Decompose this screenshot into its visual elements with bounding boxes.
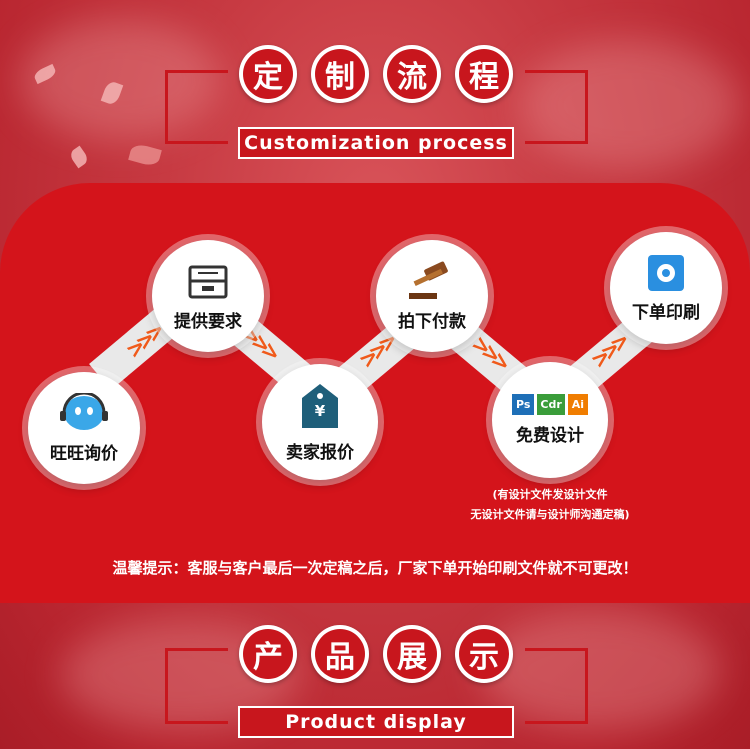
price-symbol: ¥ [314, 402, 326, 420]
design-note: (有设计文件发设计文件 无设计文件请与设计师沟通定稿) [430, 485, 670, 525]
step-label: 免费设计 [516, 426, 584, 446]
title-char-disc: 产 [239, 625, 297, 683]
petal-decoration [68, 145, 90, 169]
design-note-line: 无设计文件请与设计师沟通定稿) [470, 508, 630, 521]
step-label: 旺旺询价 [50, 443, 118, 464]
background-cloud [520, 40, 740, 170]
cdr-badge: Cdr [537, 394, 565, 415]
step-free-design: Ps Cdr Ai 免费设计 [492, 362, 608, 478]
title-char: 制 [315, 49, 365, 99]
title-char-disc: 定 [239, 45, 297, 103]
title-char: 程 [459, 49, 509, 99]
price-tag-icon [302, 383, 338, 428]
footer-bracket-right [525, 648, 588, 724]
step-label: 卖家报价 [286, 442, 354, 463]
title-char-disc: 品 [311, 625, 369, 683]
step-payment: 拍下付款 [376, 240, 488, 352]
step-label: 拍下付款 [398, 311, 466, 332]
header-bracket-left [165, 70, 228, 144]
title-char-disc: 制 [311, 45, 369, 103]
footer-title: 产 品 展 示 [239, 625, 513, 683]
gear-icon [648, 254, 684, 291]
step-requirements: 提供要求 [152, 240, 264, 352]
title-char-disc: 示 [455, 625, 513, 683]
step-inquiry: 旺旺询价 [28, 372, 140, 484]
footer-subtitle: Product display [238, 706, 514, 738]
warm-tip: 温馨提示：客服与客户最后一次定稿之后，厂家下单开始印刷文件就不可更改！ [112, 559, 638, 577]
title-char: 定 [243, 49, 293, 99]
title-char: 示 [459, 629, 509, 679]
step-print: 下单印刷 [610, 232, 722, 344]
software-badges: Ps Cdr Ai [511, 394, 589, 415]
title-char: 品 [315, 629, 365, 679]
file-cabinet-icon [188, 265, 228, 298]
title-char: 流 [387, 49, 437, 99]
petal-decoration [128, 142, 162, 168]
header-bracket-right [525, 70, 588, 144]
header-title: 定 制 流 程 [239, 45, 513, 103]
title-char-disc: 程 [455, 45, 513, 103]
step-label: 下单印刷 [632, 302, 700, 323]
footer-bracket-left [165, 648, 228, 724]
title-char-disc: 流 [383, 45, 441, 103]
background-cloud [20, 20, 220, 140]
step-quotation: ¥ 卖家报价 [262, 364, 378, 480]
ai-badge: Ai [567, 394, 589, 415]
ps-badge: Ps [511, 394, 535, 415]
title-char: 产 [243, 629, 293, 679]
background-cloud [480, 610, 720, 730]
header-subtitle: Customization process [238, 127, 514, 159]
design-note-line: (有设计文件发设计文件 [492, 488, 608, 501]
title-char-disc: 展 [383, 625, 441, 683]
customer-service-icon [60, 392, 108, 430]
step-label: 提供要求 [174, 311, 242, 332]
auction-hammer-icon [409, 261, 448, 299]
title-char: 展 [387, 629, 437, 679]
